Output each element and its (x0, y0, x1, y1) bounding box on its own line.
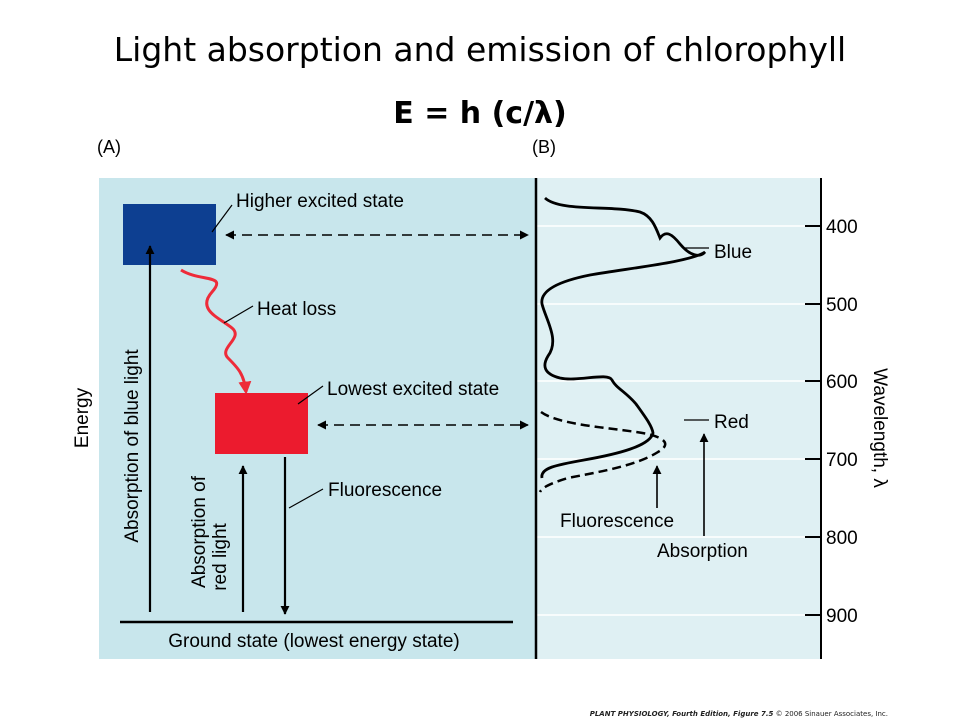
energy-axis-label: Energy (72, 387, 93, 448)
wavelength-gridlines (537, 225, 805, 616)
energy-equation: E = h (c/λ) (393, 96, 567, 131)
absorption-label-b: Absorption (657, 541, 748, 562)
tick-label-800: 800 (826, 528, 858, 549)
fluorescence-label-b: Fluorescence (560, 511, 674, 532)
panel-b-label: (B) (532, 137, 556, 157)
absorption-red-label-line2: red light (210, 522, 231, 590)
caption-book: PLANT PHYSIOLOGY, Fourth Edition, Figure… (589, 710, 774, 718)
absorption-red-label-line1: Absorption of (189, 475, 210, 588)
lowest-excited-state-box (215, 393, 308, 454)
caption-copyright: © 2006 Sinauer Associates, Inc. (775, 710, 888, 718)
red-peak-label: Red (714, 412, 749, 433)
tick-label-400: 400 (826, 217, 858, 238)
wavelength-axis-label: Wavelength, λ (869, 368, 890, 488)
fluorescence-label-a: Fluorescence (328, 480, 442, 501)
heat-loss-label: Heat loss (257, 299, 336, 320)
figure-caption: PLANT PHYSIOLOGY, Fourth Edition, Figure… (590, 710, 888, 718)
higher-excited-state-box (123, 204, 216, 265)
fluorescence-spectrum-curve (538, 410, 667, 493)
panel-b-background (536, 178, 821, 659)
heat-loss-wave (180, 268, 252, 395)
wavelength-axis: 400 500 600 700 800 900 Wavelength, λ (805, 178, 890, 659)
tick-label-700: 700 (826, 450, 858, 471)
higher-excited-state-label: Higher excited state (236, 191, 404, 212)
absorption-blue-label: Absorption of blue light (122, 349, 143, 543)
lowest-excited-state-label: Lowest excited state (327, 379, 499, 400)
ground-state-label: Ground state (lowest energy state) (168, 631, 459, 652)
fluorescence-leader (288, 488, 324, 509)
tick-label-600: 600 (826, 372, 858, 393)
lowest-excited-leader (297, 385, 324, 405)
slide-title: Light absorption and emission of chlorop… (113, 30, 847, 69)
panel-a-label: (A) (97, 137, 121, 157)
tick-label-500: 500 (826, 295, 858, 316)
absorption-spectrum-curve (540, 196, 707, 479)
blue-peak-label: Blue (714, 242, 752, 263)
tick-label-900: 900 (826, 606, 858, 627)
heat-loss-leader (223, 305, 254, 324)
higher-excited-leader (211, 204, 233, 233)
